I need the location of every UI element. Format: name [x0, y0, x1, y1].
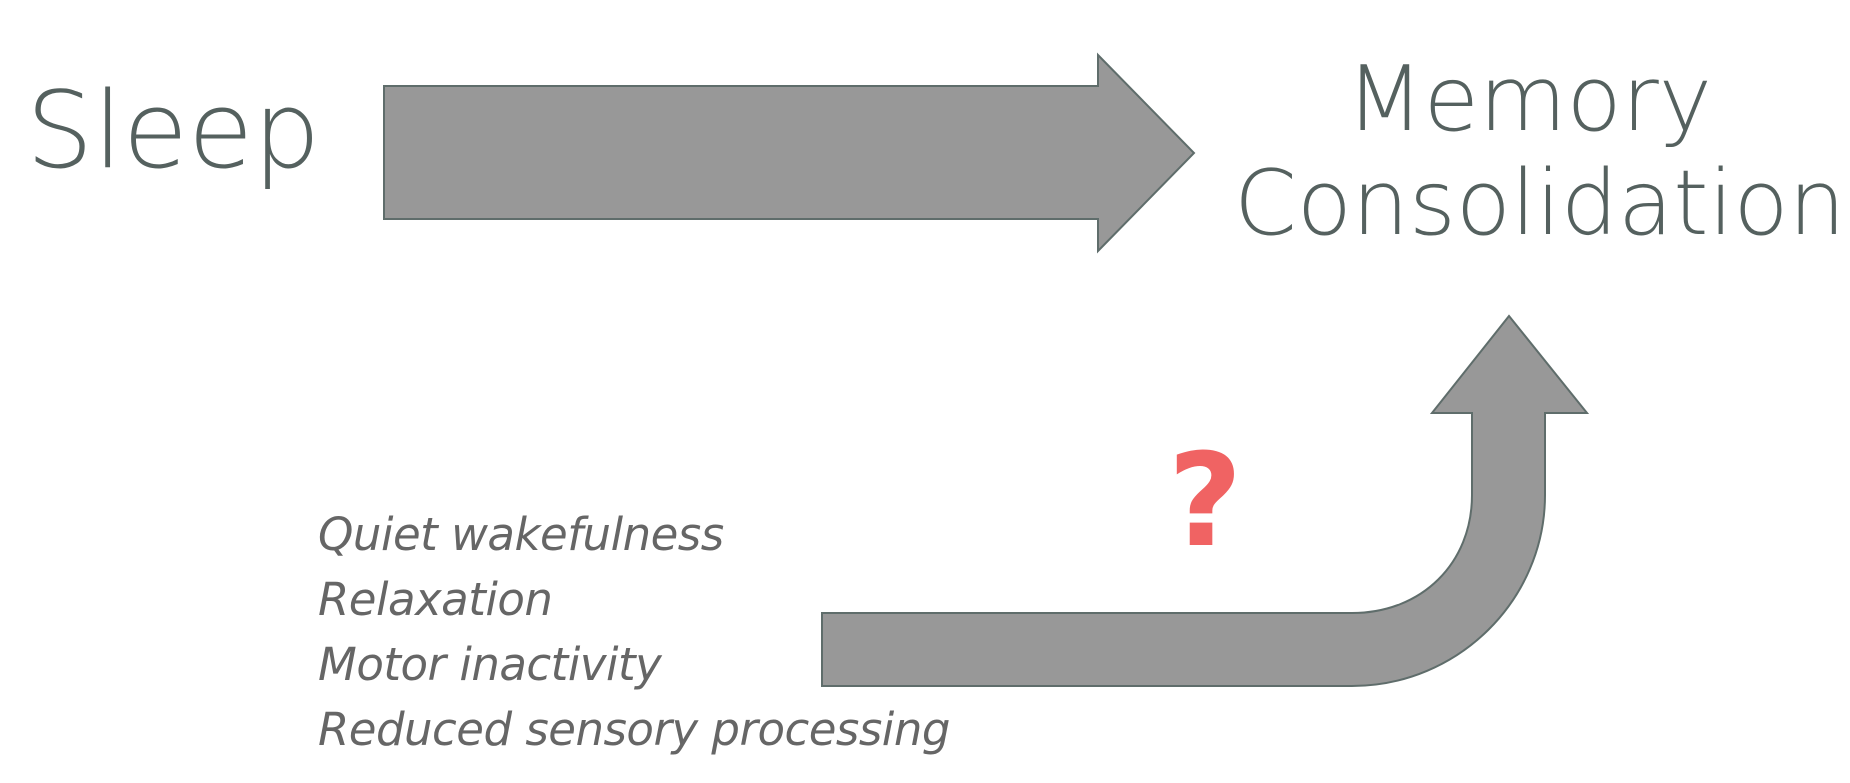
right-arrow-icon	[383, 52, 1196, 254]
memory-label-line: Memory	[1345, 47, 1713, 152]
factor-list: Quiet wakefulness Relaxation Motor inact…	[318, 502, 950, 762]
factor-quiet-wakefulness: Quiet wakefulness	[318, 508, 724, 561]
factor-motor-inactivity: Motor inactivity	[318, 638, 662, 691]
factor-relaxation: Relaxation	[318, 573, 553, 626]
question-mark-icon: ?	[1168, 427, 1243, 576]
curved-up-arrow-icon	[821, 314, 1590, 687]
factor-reduced-sensory-processing: Reduced sensory processing	[318, 703, 950, 756]
sleep-label: Sleep	[26, 69, 321, 192]
memory-consolidation-label: Memory Consolidation	[1234, 47, 1846, 256]
consolidation-label-line: Consolidation	[1234, 151, 1846, 256]
